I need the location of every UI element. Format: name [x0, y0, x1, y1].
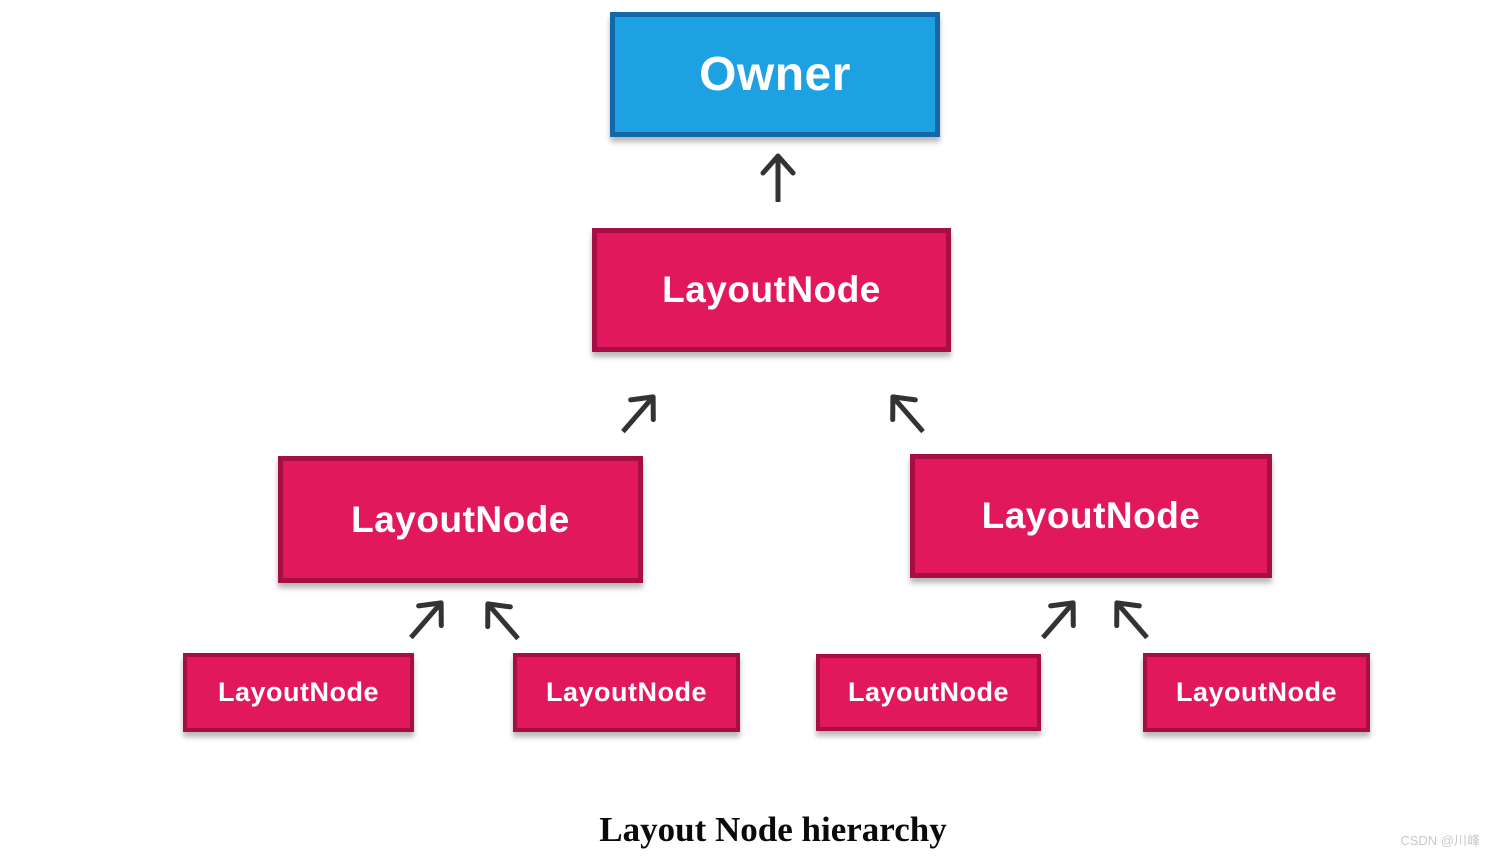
owner-node: Owner: [610, 12, 940, 137]
up-left-arrow-icon: [890, 394, 925, 434]
owner-node-label: Owner: [699, 48, 851, 101]
layoutnode-mid-left: LayoutNode: [278, 456, 643, 583]
layoutnode-leaf-2-label: LayoutNode: [545, 677, 707, 707]
up-right-arrow-icon: [621, 394, 656, 434]
layoutnode-leaf-4: LayoutNode: [1143, 653, 1370, 732]
layoutnode-leaf-1-label: LayoutNode: [217, 677, 379, 707]
layoutnode-leaf-4-label: LayoutNode: [1175, 677, 1337, 707]
layoutnode-root: LayoutNode: [592, 228, 951, 352]
up-right-arrow-icon: [1041, 600, 1076, 640]
csdn-watermark: CSDN @川峰: [1400, 833, 1480, 848]
layoutnode-leaf-3-label: LayoutNode: [847, 677, 1009, 707]
up-left-arrow-icon: [485, 601, 520, 641]
layoutnode-mid-left-label: LayoutNode: [351, 498, 570, 540]
layoutnode-mid-right-label: LayoutNode: [981, 495, 1201, 536]
diagram-caption: Layout Node hierarchy: [599, 810, 947, 849]
layoutnode-leaf-3: LayoutNode: [816, 654, 1041, 731]
up-left-arrow-icon: [1114, 600, 1149, 640]
layoutnode-root-label: LayoutNode: [662, 269, 881, 310]
layoutnode-leaf-1: LayoutNode: [183, 653, 414, 732]
up-arrow-icon: [760, 153, 796, 202]
layoutnode-leaf-2: LayoutNode: [513, 653, 740, 732]
up-right-arrow-icon: [409, 600, 444, 640]
layoutnode-mid-right: LayoutNode: [910, 454, 1272, 578]
